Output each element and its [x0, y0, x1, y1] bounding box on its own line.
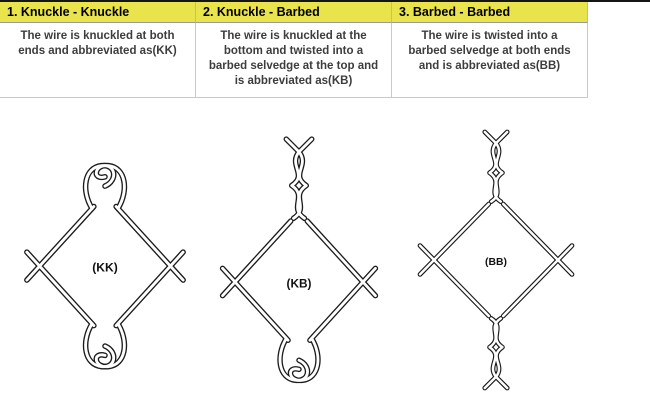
kb-wire-fill [221, 137, 377, 382]
header-row: 1. Knuckle - Knuckle 2. Knuckle - Barbed… [0, 2, 650, 23]
bb-wire-diagram: (BB) [412, 100, 580, 404]
kb-label: (KB) [287, 276, 312, 290]
kb-wire-diagram: (KB) [208, 100, 390, 400]
selvedge-table: 1. Knuckle - Knuckle 2. Knuckle - Barbed… [0, 0, 650, 98]
description-row: The wire is knuckled at both ends and ab… [0, 23, 650, 98]
kk-label: (KK) [92, 261, 118, 275]
description-kb: The wire is knuckled at the bottom and t… [196, 23, 392, 98]
description-kk: The wire is knuckled at both ends and ab… [0, 23, 196, 98]
kk-wire-diagram: (KK) [12, 108, 198, 387]
description-filler [588, 23, 650, 98]
bb-label: (BB) [485, 257, 507, 268]
header-filler [588, 2, 650, 23]
header-knuckle-barbed: 2. Knuckle - Barbed [196, 2, 392, 23]
header-knuckle-knuckle: 1. Knuckle - Knuckle [0, 2, 196, 23]
diagrams-area: (KK) (KB) [0, 98, 650, 409]
description-bb: The wire is twisted into a barbed selved… [392, 23, 588, 98]
header-barbed-barbed: 3. Barbed - Barbed [392, 2, 588, 23]
